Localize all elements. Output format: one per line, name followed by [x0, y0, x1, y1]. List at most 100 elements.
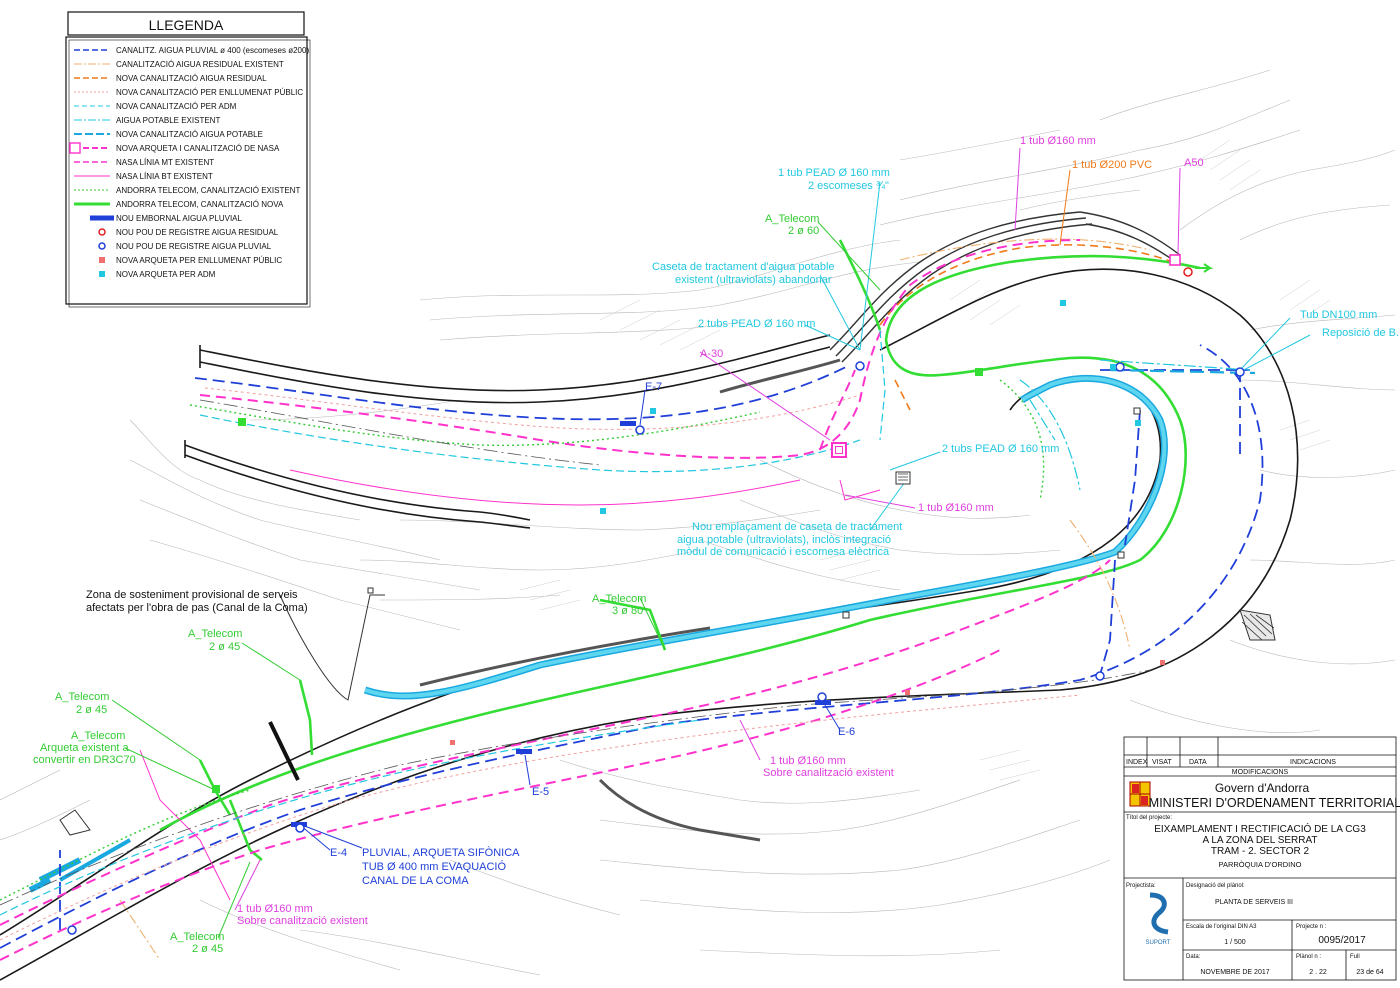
legend-label: NOVA ARQUETA PER ADM: [116, 270, 216, 279]
label-telecom-arq-3: convertir en DR3C70: [33, 754, 136, 766]
legend-label: ANDORRA TELECOM, CANALITZACIÓ EXISTENT: [116, 186, 300, 195]
label-tub160-mid: 1 tub Ø160 mm: [918, 502, 994, 514]
legend-label: NASA LÍNIA MT EXISTENT: [116, 158, 214, 167]
caseta-new: [895, 471, 911, 485]
govern: Govern d'Andorra: [1215, 781, 1310, 795]
titol-label: Títol del projecte:: [1126, 815, 1172, 821]
andorra-shield-icon: [1129, 781, 1151, 807]
label-zona-2: afectats per l'obra de pas (Canal de la …: [86, 602, 308, 614]
telecom-box: [212, 785, 220, 793]
legend-row: ANDORRA TELECOM, CANALITZACIÓ NOVA: [74, 200, 284, 209]
label-pluvial-1: PLUVIAL, ARQUETA SIFÒNICA: [362, 846, 520, 859]
terrain-contours: [0, 69, 1396, 976]
arqueta-enllumenat: [1160, 660, 1165, 665]
designacio: PLANTA DE SERVEIS III: [1215, 899, 1293, 906]
pou-pluvial: [855, 361, 865, 371]
label-telecom45a-1: A_Telecom: [188, 628, 242, 640]
legend-row: ANDORRA TELECOM, CANALITZACIÓ EXISTENT: [74, 186, 300, 195]
legend-label: ANDORRA TELECOM, CANALITZACIÓ NOVA: [116, 200, 284, 209]
legend-label: CANALITZ. AIGUA PLUVIAL ø 400 (escomeses…: [116, 46, 309, 55]
nasa-mt-lines: [0, 239, 1111, 961]
label-telecom-arq-1: A_Telecom: [71, 730, 125, 742]
pou-pluvial: [1115, 362, 1125, 372]
legend-label: NOVA ARQUETA I CANALITZACIÓ DE NASA: [116, 144, 280, 153]
symbols: [59, 254, 1276, 935]
legend-label: NOVA CANALITZACIÓ PER ADM: [116, 102, 237, 111]
label-nou-3: mòdul de comunicació i escomesa elèctric…: [677, 546, 890, 558]
terrain-fine-hatch: [519, 139, 1331, 781]
rev-data: DATA: [1189, 759, 1207, 766]
legend-row: NOVA CANALITZACIÓ PER ADM: [74, 102, 237, 111]
potable-existing-lines: [1019, 359, 1251, 491]
road-axis: [0, 399, 1151, 906]
titol-2: A LA ZONA DEL SERRAT: [1202, 835, 1317, 846]
legend-label: NOVA CANALITZACIÓ PER ENLLUMENAT PÚBLIC: [116, 88, 303, 97]
label-caseta-1: Caseta de tractament d'aigua potable: [652, 261, 835, 273]
label-e5: E-5: [532, 786, 549, 798]
legend-row: NOVA CANALITZACIÓ PER ENLLUMENAT PÚBLIC: [74, 88, 303, 97]
arqueta-adm: [1133, 407, 1141, 415]
nasa-arqueta-a30: [831, 442, 847, 458]
pou-pluvial: [295, 823, 305, 833]
waste-water-new-lines: [879, 244, 1181, 411]
label-sobre-mid-2: Sobre canalització existent: [763, 767, 894, 779]
storm-water-lines: [0, 344, 1264, 949]
legend-row: NOU POU DE REGISTRE AIGUA PLUVIAL: [98, 242, 272, 251]
data-label: Data:: [1186, 954, 1201, 960]
label-telecom-top-1: A_Telecom: [765, 213, 819, 225]
titol-1: EIXAMPLAMENT I RECTIFICACIÓ DE LA CG3: [1154, 822, 1366, 835]
embornal: [516, 749, 532, 754]
label-pead-1: 1 tub PEAD Ø 160 mm: [778, 167, 890, 179]
label-e4: E-4: [330, 847, 347, 859]
modificacions: MODIFICACIONS: [1232, 769, 1289, 776]
full: 23 de 64: [1356, 969, 1383, 976]
legend-row: CANALITZACIÓ AIGUA RESIDUAL EXISTENT: [74, 60, 284, 69]
legend-label: NASA LÍNIA BT EXISTENT: [116, 172, 213, 181]
escala: 1 / 500: [1224, 939, 1246, 946]
telecom-box: [238, 418, 246, 426]
annotation-labels: 1 tub Ø160 mm 1 tub Ø200 PVC A50 1 tub P…: [33, 135, 1400, 955]
legend-label: CANALITZACIÓ AIGUA RESIDUAL EXISTENT: [116, 60, 284, 69]
logo-text: SUPORT: [1146, 940, 1171, 946]
label-a30: A-30: [700, 348, 723, 360]
legend-title: LLEGENDA: [149, 17, 224, 33]
label-tub200: 1 tub Ø200 PVC: [1072, 159, 1152, 171]
legend-row: NASA LÍNIA BT EXISTENT: [74, 172, 213, 181]
legend: LLEGENDA CANALITZ. AIGUA PLUVIAL ø 400 (…: [65, 11, 311, 308]
nasa-bt-lines: [139, 469, 881, 901]
telecom-existing-lines: [0, 379, 1045, 901]
pou-pluvial: [635, 425, 645, 435]
label-nou-2: aigua potable (ultraviolats), inclòs int…: [677, 534, 891, 546]
label-nou-1: Nou emplaçament de caseta de tractament: [692, 521, 902, 533]
label-telecom45b-2: 2 ø 45: [76, 704, 107, 716]
planol-label: Plànol n :: [1296, 954, 1321, 960]
legend-row: NOU EMBORNAL AIGUA PLUVIAL: [90, 214, 243, 223]
label-tubs2-top: 2 tubs PEAD Ø 160 mm: [698, 318, 815, 330]
pou-pluvial: [67, 925, 77, 935]
projecte-label: Projecte n :: [1296, 924, 1327, 930]
legend-label: NOU POU DE REGISTRE AIGUA PLUVIAL: [116, 242, 272, 251]
road-guardrail: [829, 211, 1181, 363]
telecom-box: [975, 368, 983, 376]
label-sobre-bot-1: 1 tub Ø160 mm: [237, 903, 313, 915]
legend-row: AIGUA POTABLE EXISTENT: [74, 116, 220, 125]
label-e6: E-6: [838, 726, 855, 738]
legend-row: NOVA ARQUETA PER ADM: [99, 270, 216, 279]
road-wall-dark: [419, 358, 841, 842]
label-tubs2-mid: 2 tubs PEAD Ø 160 mm: [942, 443, 1059, 455]
embornal: [815, 700, 831, 705]
label-tub160-top: 1 tub Ø160 mm: [1020, 135, 1096, 147]
escala-label: Escala de l'original DIN A3: [1186, 924, 1257, 930]
pou-pluvial: [1235, 367, 1245, 377]
designacio-label: Designació del plànol:: [1186, 883, 1245, 889]
label-telecom80-1: A_Telecom: [592, 593, 646, 605]
sifo-hatch: [59, 809, 91, 836]
label-reposicio: Reposició de B.I: [1322, 327, 1400, 339]
label-telecom45b-1: A_Telecom: [55, 691, 109, 703]
potable-new-dashed: [1109, 368, 1256, 375]
nasa-arqueta-a50: [1169, 254, 1181, 266]
arqueta-adm: [1110, 364, 1116, 370]
arqueta-enllumenat: [450, 740, 455, 745]
